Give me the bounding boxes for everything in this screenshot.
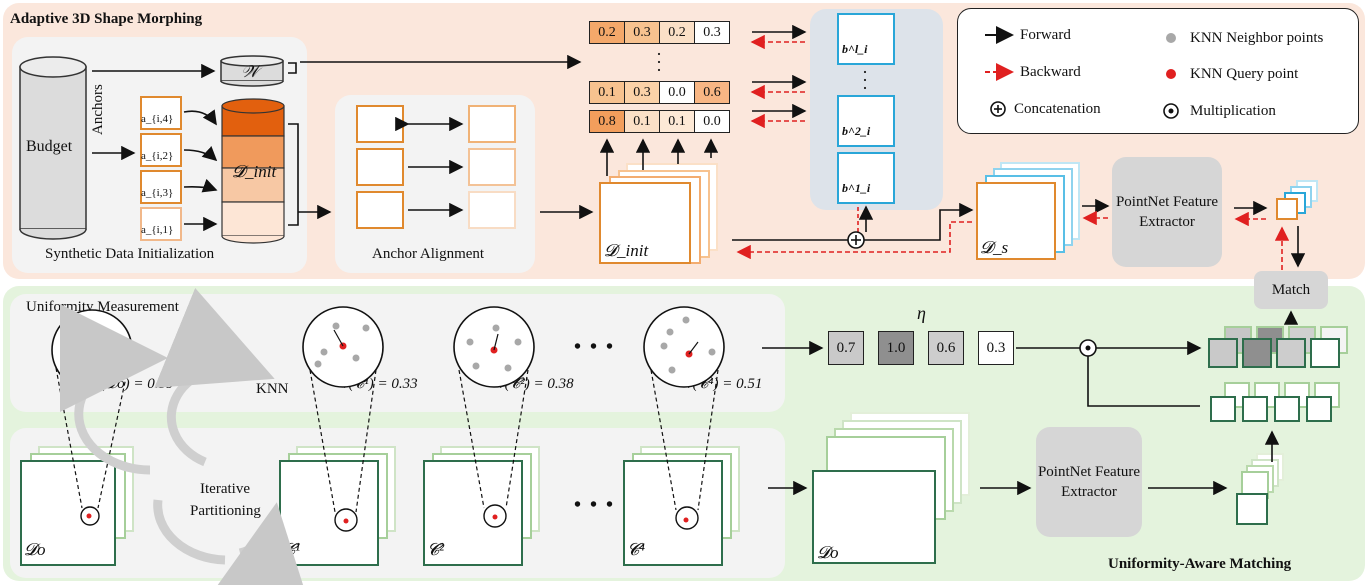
weight-cell: 0.2	[659, 21, 695, 44]
budget-cylinder	[19, 56, 87, 240]
alignment-thumb	[468, 191, 516, 229]
d-s-label: 𝓓_s	[980, 238, 1009, 257]
w-label: 𝒲	[241, 62, 259, 81]
weight-cell: 0.6	[694, 81, 730, 104]
basis-label: b^l_i	[842, 42, 868, 56]
uniformity-ellipsis: • • •	[574, 336, 616, 358]
top-section-title: Adaptive 3D Shape Morphing	[10, 11, 203, 27]
feature-row	[1210, 382, 1358, 422]
legend-backward: Backward	[1020, 64, 1081, 80]
alignment-thumb	[356, 191, 404, 229]
feature-square-front	[1276, 198, 1298, 220]
basis-frame	[837, 13, 895, 65]
legend-multiplication: Multiplication	[1190, 103, 1276, 119]
legend-knn-query: KNN Query point	[1190, 66, 1299, 82]
legend-forward: Forward	[1020, 27, 1071, 43]
d-init-label: 𝓓_init	[232, 162, 277, 181]
legend-concatenation: Concatenation	[1014, 101, 1101, 117]
weight-cell: 0.8	[589, 110, 625, 133]
budget-label: Budget	[26, 138, 73, 155]
do-stack-label: 𝓓o	[817, 543, 839, 562]
alignment-caption: Anchor Alignment	[372, 246, 485, 262]
weight-cell: 0.3	[694, 21, 730, 44]
d-s-front	[976, 182, 1056, 260]
stack-front-do	[20, 460, 116, 566]
eta-cell: 1.0	[878, 331, 914, 365]
partition-ellipsis: • • •	[574, 494, 616, 516]
basis-label: b^1_i	[842, 181, 871, 195]
stack-front-c2	[423, 460, 523, 566]
anchor-label: a_{i,4}	[141, 113, 174, 125]
weighted-feature-row	[1208, 326, 1358, 370]
anchor-thumb	[140, 96, 182, 130]
basis-frame	[837, 95, 895, 147]
stack-front-c4	[623, 460, 723, 566]
weight-cell: 0.0	[694, 110, 730, 133]
match-box: Match	[1254, 271, 1328, 309]
basis-label: b^2_i	[842, 124, 871, 138]
alignment-thumb	[468, 148, 516, 186]
weight-cell: 0.2	[589, 21, 625, 44]
feature-square-front	[1236, 493, 1268, 525]
anchor-thumb	[140, 207, 182, 241]
pointnet-top: PointNet Feature Extractor	[1112, 157, 1222, 267]
legend-knn-neighbor: KNN Neighbor points	[1190, 30, 1324, 46]
d-init-stack-front	[599, 182, 691, 264]
eta-cell: 0.3	[978, 331, 1014, 365]
w-cylinder	[220, 55, 284, 87]
anchor-label: a_{i,1}	[141, 224, 174, 236]
alignment-thumb	[356, 148, 404, 186]
eta-cell: 0.7	[828, 331, 864, 365]
stack-label: 𝓒²	[427, 540, 445, 559]
synthetic-caption: Synthetic Data Initialization	[45, 246, 215, 262]
matrix-vdots: ···	[656, 44, 662, 80]
alignment-thumb	[468, 105, 516, 143]
weight-cell: 0.3	[624, 81, 660, 104]
weight-cell: 0.3	[624, 21, 660, 44]
stack-label: 𝓓o	[24, 540, 46, 559]
anchor-thumb	[140, 133, 182, 167]
eta-symbol: η	[917, 303, 926, 323]
eta-cell: 0.6	[928, 331, 964, 365]
pointnet-bottom: PointNet Feature Extractor	[1036, 427, 1142, 537]
weight-cell: 0.1	[624, 110, 660, 133]
anchor-label: a_{i,3}	[141, 187, 174, 199]
d-init-stack-label: 𝓓_init	[604, 241, 649, 260]
legend: Forward Backward Concatenation KNN Neigh…	[957, 8, 1359, 134]
basis-vdots: ···	[862, 62, 868, 98]
stack-label: 𝓒⁴	[627, 540, 645, 559]
anchor-thumb	[140, 170, 182, 204]
anchor-label: a_{i,2}	[141, 150, 174, 162]
bottom-section-title: Uniformity-Aware Matching	[1108, 556, 1292, 572]
do-stack-front	[812, 470, 936, 564]
weight-cell: 0.0	[659, 81, 695, 104]
d-init-cylinder	[221, 98, 285, 244]
basis-frame	[837, 152, 895, 204]
